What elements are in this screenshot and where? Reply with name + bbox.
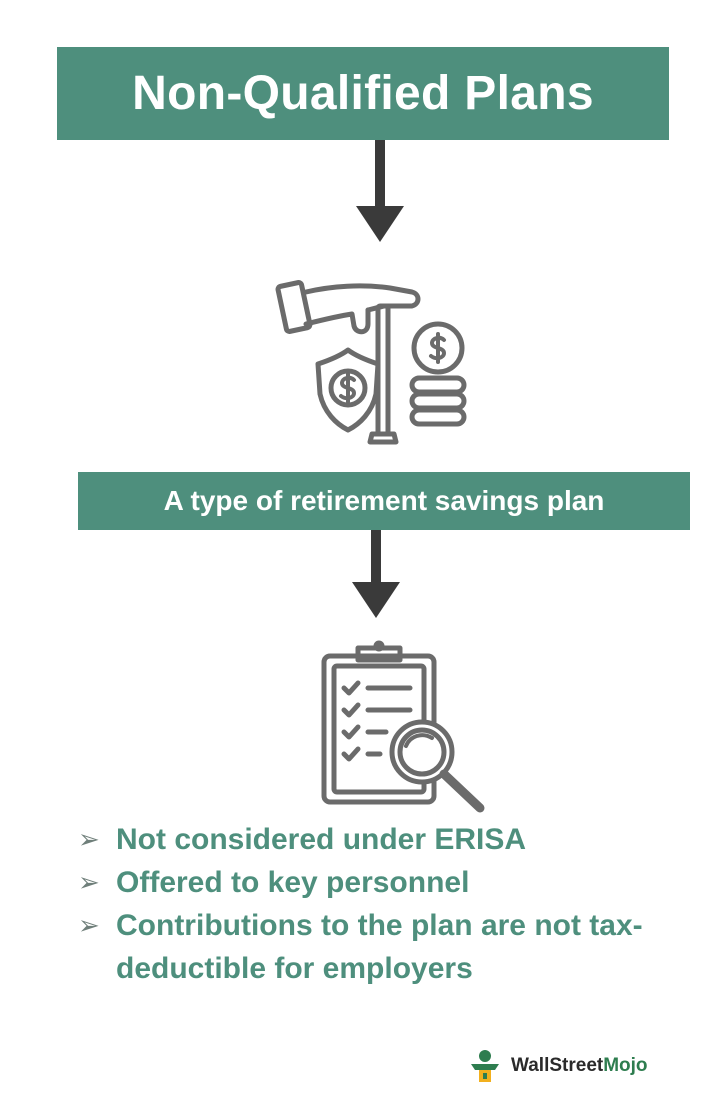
bullet-arrow-icon: ➢ [78, 824, 100, 854]
list-item: ➢ Offered to key personnel [78, 861, 698, 904]
list-item: ➢ Not considered under ERISA [78, 818, 698, 861]
point-text: Contributions to the plan are not tax-de… [116, 909, 643, 985]
list-item: ➢ Contributions to the plan are not tax-… [78, 904, 698, 990]
point-text: Not considered under ERISA [116, 823, 527, 856]
subtitle: A type of retirement savings plan [163, 485, 605, 516]
wallstreetmojo-logo-icon [471, 1050, 499, 1082]
bullet-arrow-icon: ➢ [78, 867, 100, 897]
point-text: Offered to key personnel [116, 866, 470, 899]
down-arrow-icon [356, 140, 404, 242]
title-box: Non-Qualified Plans [57, 47, 669, 140]
points-list: ➢ Not considered under ERISA ➢ Offered t… [78, 818, 698, 990]
subtitle-box: A type of retirement savings plan [78, 472, 690, 530]
down-arrow-icon [352, 530, 400, 618]
clipboard-checklist-magnifier-icon [321, 640, 485, 813]
bullet-arrow-icon: ➢ [78, 910, 100, 940]
page-title: Non-Qualified Plans [132, 67, 594, 120]
brand-name: WallStreetMojo [511, 1055, 648, 1076]
hand-coins-shield-icon [275, 280, 467, 445]
brand-logo: WallStreetMojo [465, 1044, 648, 1088]
